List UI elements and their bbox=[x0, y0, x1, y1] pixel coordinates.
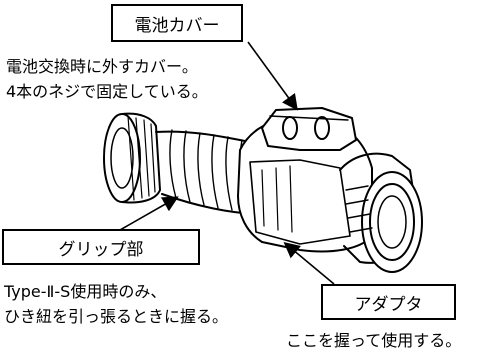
grip-note-line-2: ひき紐を引っ張るときに握る。 bbox=[4, 307, 229, 326]
grip-label-box: グリップ部 bbox=[2, 229, 200, 265]
adapter-note: ここを握って使用する。 bbox=[286, 328, 461, 353]
grip-note-line-1: Type-Ⅱ-S使用時のみ、 bbox=[4, 282, 167, 301]
leader-adapter bbox=[283, 241, 335, 285]
leader-battery-cover bbox=[247, 41, 298, 111]
adapter-shape bbox=[339, 152, 423, 273]
battery-cover-note-line-1: 電池交換時に外すカバー。 bbox=[6, 57, 198, 76]
grip-nut bbox=[103, 112, 161, 204]
battery-cover-note: 電池交換時に外すカバー。 4本のネジで固定している。 bbox=[6, 54, 208, 104]
adapter-title: アダプタ bbox=[354, 294, 423, 315]
battery-cover-label-box: 電池カバー bbox=[111, 4, 243, 42]
battery-cover-note-line-2: 4本のネジで固定している。 bbox=[6, 82, 208, 101]
grip-title: グリップ部 bbox=[58, 239, 144, 260]
battery-cover-title: 電池カバー bbox=[134, 15, 220, 36]
battery-cover-shape bbox=[261, 107, 357, 151]
grip-note: Type-Ⅱ-S使用時のみ、 ひき紐を引っ張るときに握る。 bbox=[4, 279, 228, 329]
adapter-label-box: アダプタ bbox=[321, 284, 456, 320]
adapter-note-line-1: ここを握って使用する。 bbox=[286, 331, 462, 350]
